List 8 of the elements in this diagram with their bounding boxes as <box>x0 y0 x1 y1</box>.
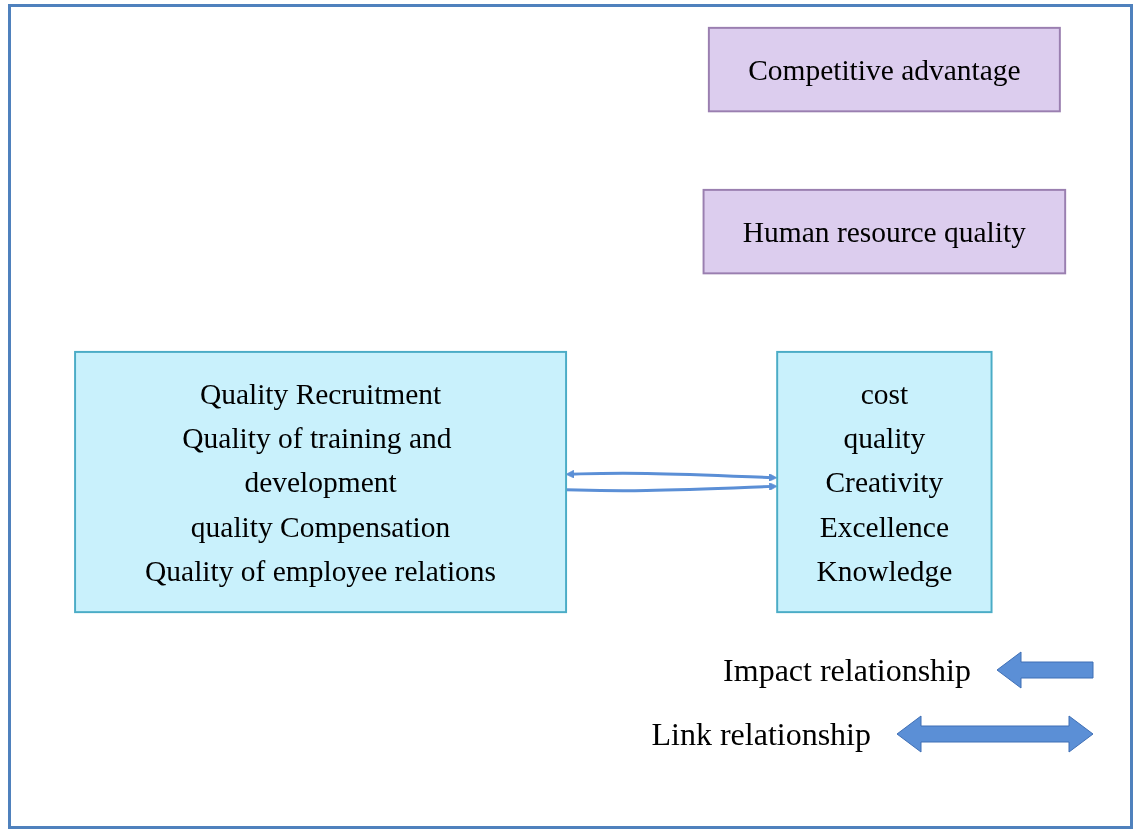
legend-text: Impact relationship <box>723 651 971 689</box>
node-box: Quality Recruitment Quality of training and development quality Compensation Quality of employee relations <box>73 350 567 614</box>
arrow <box>565 469 778 482</box>
arrow <box>565 482 778 493</box>
node-box: Human resource quality <box>702 188 1067 275</box>
node-box: Competitive advantage <box>707 26 1061 113</box>
legend-text: Link relationship <box>651 715 871 753</box>
node-box: cost quality Creativity Excellence Knowledge <box>776 350 993 614</box>
